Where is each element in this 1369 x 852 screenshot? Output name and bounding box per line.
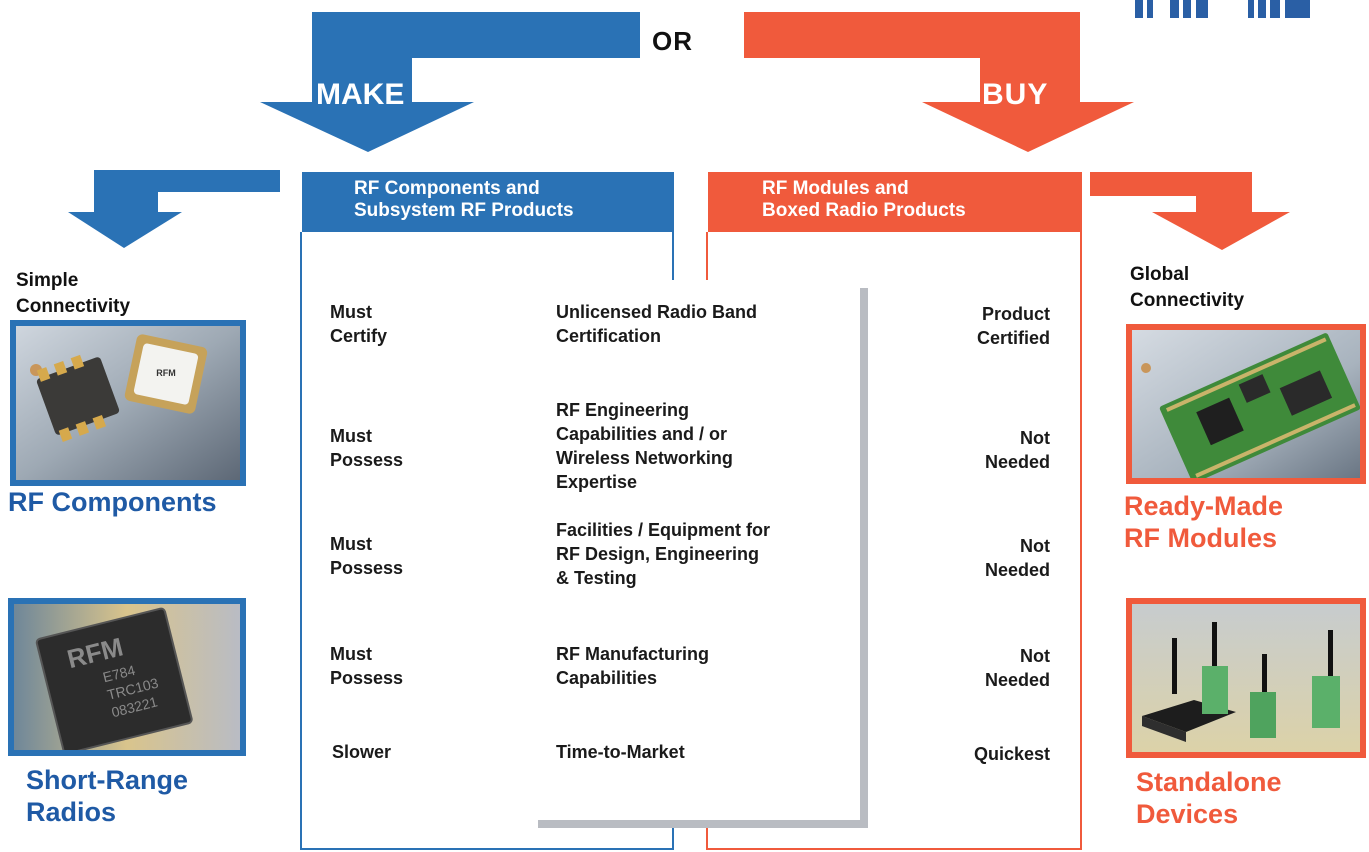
row5-buy: Quickest [973,744,1050,764]
or-label: OR [652,26,693,56]
make-arrow [260,12,640,152]
global-connectivity-arrow [1090,172,1290,250]
make-header-line2: Subsystem RF Products [354,200,574,221]
rf-components-photo: RFM [10,320,246,486]
buy-header-line1: RF Modules and [762,178,909,199]
rf-components-label: RF Components [8,487,217,517]
svg-text:E784: E784 [101,662,137,685]
make-label: MAKE [316,78,405,111]
row5-criterion: Time-to-Market [556,742,685,762]
standalone-devices-photo [1126,598,1366,758]
make-header-line1: RF Components and [354,178,540,199]
company-logo-icon [1135,0,1310,18]
buy-header-line2: Boxed Radio Products [762,200,966,221]
row5-make: Slower [332,742,392,762]
chip-marking: RFM [156,368,176,378]
simple-connectivity-arrow [68,170,280,248]
buy-label: BUY [982,78,1049,111]
rf-modules-photo [1126,324,1366,484]
buy-arrow [744,12,1134,152]
make-column-header: RF Components and Subsystem RF Products [302,172,674,232]
criteria-panel [530,280,860,820]
short-range-radios-photo: RFM E784 TRC103 083221 [8,598,246,756]
buy-column-header: RF Modules and Boxed Radio Products [708,172,1082,232]
